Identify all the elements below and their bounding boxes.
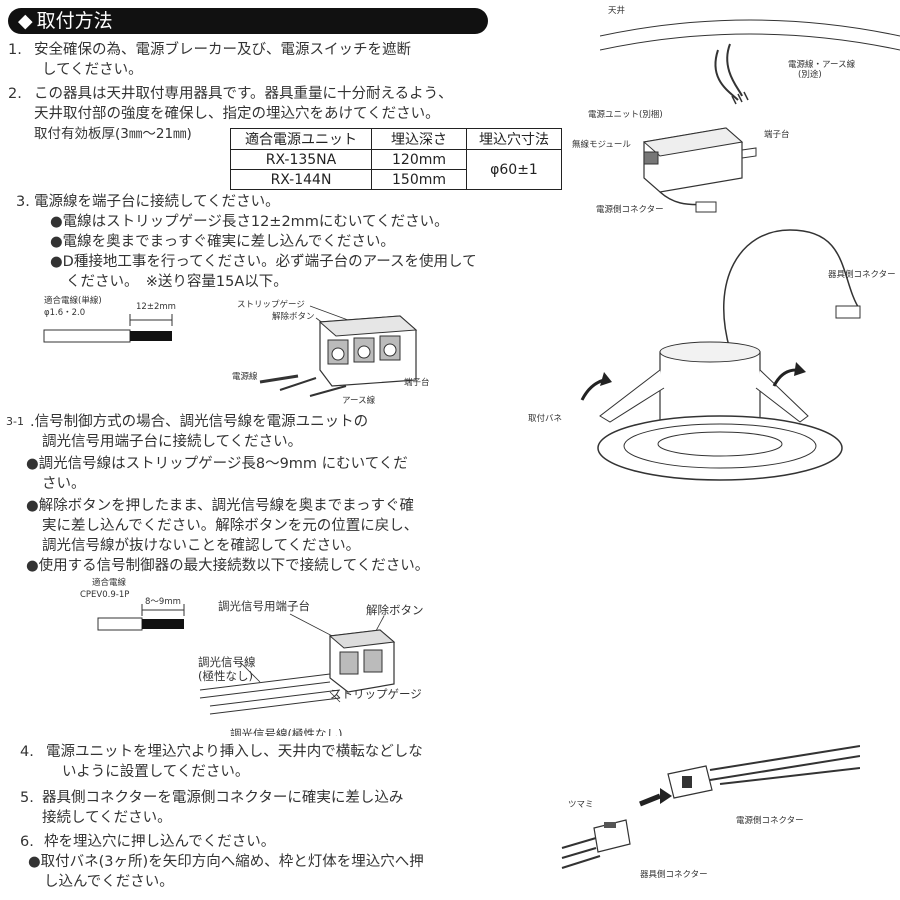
step-3-1-num: 3-1	[6, 415, 24, 428]
fig1-wire-spec: φ1.6・2.0	[44, 308, 86, 318]
step-4-num: 4.	[20, 744, 34, 760]
step-3-num: 3.	[16, 194, 30, 210]
label-power-earth: 電源線・アース線	[788, 60, 856, 70]
step-2-num: 2.	[8, 86, 22, 102]
step-3-line1: 電源線を端子台に接続してください。	[34, 194, 280, 210]
step-4-line1: 電源ユニットを埋込穴より挿入し、天井内で横転などしな	[46, 744, 423, 760]
step-3-bullet3: ●D種接地工事を行ってください。必ず端子台のアースを使用して	[50, 254, 477, 270]
fig2-wire-spec: CPEV0.9-1P	[80, 590, 130, 600]
fig1-terminal-drawing	[259, 305, 418, 397]
table-cell: 120mm	[371, 149, 467, 170]
step-3-1-line2: 調光信号用端子台に接続してください。	[42, 434, 303, 450]
step-5-line1: 器具側コネクターを電源側コネクターに確実に差し込み	[42, 790, 404, 806]
step-3-bullet2: ●電線を奥までまっすぐ確実に差し込んでください。	[50, 234, 395, 250]
step-2-line3: 取付有効板厚(3㎜～21㎜)	[34, 126, 192, 142]
diamond-icon: ◆	[18, 10, 33, 32]
step-4-line2: いように設置してください。	[62, 764, 250, 780]
fig1-wire-drawing	[43, 314, 173, 343]
fig1-power-wire: 電源線	[232, 372, 258, 382]
downlight-drawing	[580, 229, 861, 481]
step-3-bullet1: ●電線はストリップゲージ長さ12±2mmにむいてください。	[50, 214, 449, 230]
label-fixture-connector-2: 器具側コネクター	[640, 870, 708, 880]
step-1-line2: してください。	[42, 62, 143, 78]
step-3-1-bullet1-cont: さい。	[42, 476, 86, 492]
power-unit-drawing	[600, 19, 900, 213]
label-sold-separately: (別途)	[798, 70, 822, 80]
fig2-signal-wire: 調光信号線	[198, 655, 256, 669]
step-6-bullet1: ●取付バネ(3ヶ所)を矢印方向へ縮め、枠と灯体を埋込穴へ押	[28, 854, 424, 870]
section-title: ◆取付方法	[8, 8, 488, 34]
fig2-bottom-label: 調光信号線(極性なし)	[230, 728, 343, 736]
step-3-1-bullet2-cont: 実に差し込んでください。解除ボタンを元の位置に戻し、	[42, 518, 419, 534]
label-power-connector: 電源側コネクター	[596, 205, 664, 215]
fig2-wire-drawing	[97, 604, 185, 631]
step-3-1-line1: .信号制御方式の場合、調光信号線を電源ユニットの	[30, 414, 369, 430]
label-mount-spring: 取付バネ	[528, 414, 563, 424]
step-5-line2: 接続してください。	[42, 810, 172, 826]
fig2-release-button: 解除ボタン	[366, 603, 424, 617]
step-6-line1: 枠を埋込穴に押し込んでください。	[44, 834, 276, 850]
label-power-unit: 電源ユニット(別梱)	[588, 110, 663, 120]
table-cell: 150mm	[371, 169, 467, 190]
fig1-strip-len: 12±2mm	[136, 302, 176, 312]
label-ceiling: 天井	[608, 6, 626, 16]
spec-table: 適合電源ユニット 埋込深さ 埋込穴寸法 RX-135NA 120mm φ60±1…	[230, 128, 562, 190]
label-power-connector-2: 電源側コネクター	[736, 816, 804, 826]
connector-drawing	[561, 745, 860, 869]
step-3-1-bullet2-cont2: 調光信号線が抜けないことを確認してください。	[42, 538, 361, 554]
step-5-num: 5.	[20, 790, 34, 806]
step-2-line2: 天井取付部の強度を確保し、指定の埋込穴をあけてください。	[34, 106, 440, 122]
step-1-num: 1.	[8, 42, 22, 58]
fig2-wire-title: 適合電線	[92, 578, 127, 588]
label-wireless-module: 無線モジュール	[572, 140, 631, 150]
label-fixture-connector: 器具側コネクター	[828, 270, 896, 280]
fig2-no-polarity: (極性なし)	[198, 669, 253, 683]
fig1-terminal: 端子台	[404, 378, 430, 388]
step-2-line1: この器具は天井取付専用器具です。器具重量に十分耐えるよう、	[34, 86, 453, 102]
step-3-1-bullet1: ●調光信号線はストリップゲージ長8～9mm にむいてくだ	[26, 456, 408, 472]
fig1-release-button: 解除ボタン	[272, 312, 315, 322]
table-cell: RX-144N	[230, 169, 372, 190]
step-1-line1: 安全確保の為、電源ブレーカー及び、電源スイッチを遮断	[34, 42, 411, 58]
step-3-1-bullet3: ●使用する信号制御器の最大接続数以下で接続してください。	[26, 558, 430, 574]
table-header: 適合電源ユニット	[230, 128, 372, 150]
table-header: 埋込穴寸法	[466, 128, 562, 150]
fig2-strip-len: 8～9mm	[145, 597, 181, 607]
fig1-strip-gauge: ストリップゲージ	[237, 300, 305, 310]
table-cell: RX-135NA	[230, 149, 372, 170]
table-header: 埋込深さ	[371, 128, 467, 150]
fig2-terminal: 調光信号用端子台	[218, 599, 310, 613]
label-knob: ツマミ	[568, 800, 594, 810]
step-3-bullet3-cont: ください。 ※送り容量15A以下。	[66, 274, 288, 290]
step-6-num: 6.	[20, 834, 34, 850]
step-3-1-bullet2: ●解除ボタンを押したまま、調光信号線を奥までまっすぐ確	[26, 498, 415, 514]
label-terminal: 端子台	[764, 130, 790, 140]
fig1-earth-wire: アース線	[342, 396, 376, 406]
step-6-bullet1-cont: し込んでください。	[44, 874, 174, 890]
fig2-terminal-drawing	[199, 613, 396, 715]
fig1-wire-title: 適合電線(単線)	[44, 296, 102, 306]
table-cell-hole: φ60±1	[466, 149, 562, 190]
